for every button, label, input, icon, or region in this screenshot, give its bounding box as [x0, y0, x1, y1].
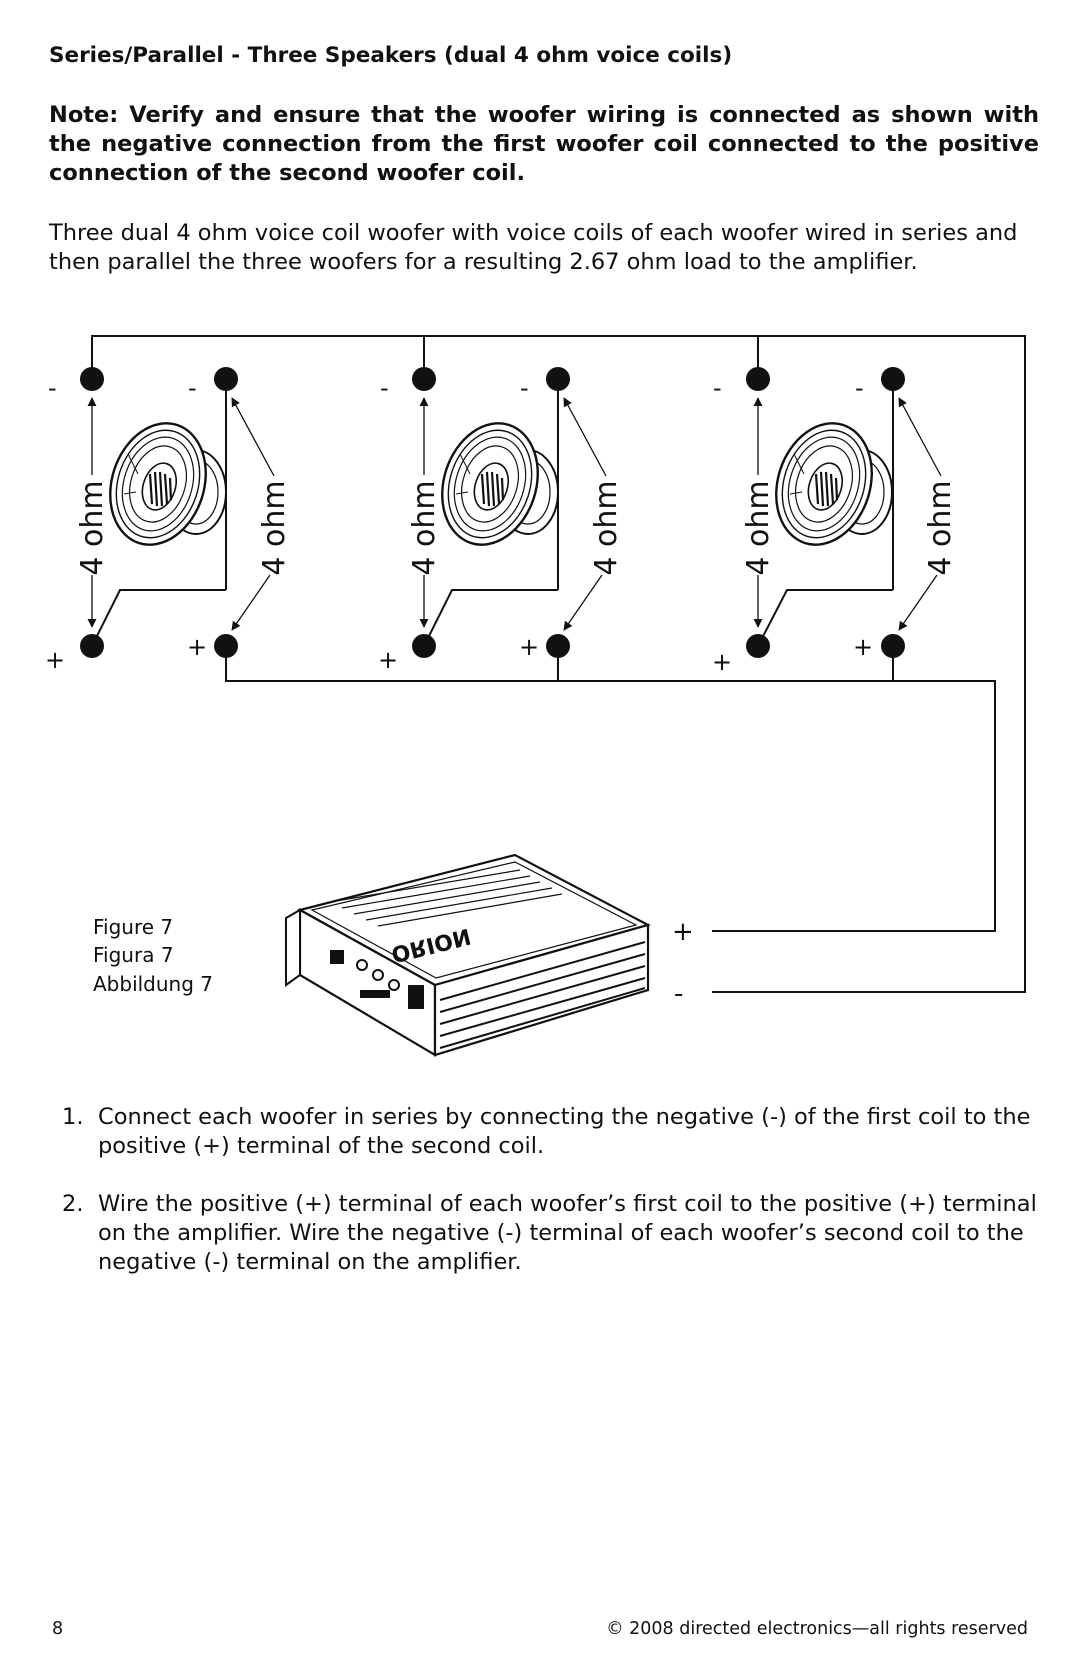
step-number: 2. — [62, 1191, 84, 1217]
step-text: Connect each woofer in series by connect… — [98, 1104, 1031, 1159]
coil-label: 4 ohm — [741, 480, 776, 575]
woofer-group-3: 4 ohm 4 ohm - - + + — [712, 367, 958, 676]
terminal-neg — [746, 367, 770, 391]
neg-sign: - — [188, 374, 197, 402]
terminal-pos — [546, 634, 570, 658]
pos-sign: + — [519, 633, 539, 661]
woofer-icon — [425, 409, 560, 559]
instruction-list: 1. Connect each woofer in series by conn… — [62, 1103, 1037, 1306]
list-item: 1. Connect each woofer in series by conn… — [62, 1103, 1037, 1161]
step-text: Wire the positive (+) terminal of each w… — [98, 1191, 1037, 1275]
pos-sign: + — [187, 633, 207, 661]
amp-plus-sign: + — [672, 917, 694, 947]
coil-label: 4 ohm — [407, 480, 442, 575]
amplifier-icon: ORION — [285, 853, 651, 1057]
neg-sign: - — [855, 374, 864, 402]
coil-label: 4 ohm — [75, 480, 110, 575]
pos-sign: + — [45, 646, 65, 674]
terminal-pos — [881, 634, 905, 658]
woofer-icon — [759, 409, 894, 559]
terminal-pos — [746, 634, 770, 658]
terminal-neg — [881, 367, 905, 391]
terminal-neg — [412, 367, 436, 391]
step-number: 1. — [62, 1104, 84, 1130]
figure-label-es: Figura 7 — [93, 943, 174, 967]
wiring-note: Note: Verify and ensure that the woofer … — [49, 102, 1039, 186]
terminal-pos — [412, 634, 436, 658]
list-item: 2. Wire the positive (+) terminal of eac… — [62, 1190, 1037, 1277]
pos-sign: + — [712, 648, 732, 676]
figure-label-de: Abbildung 7 — [93, 972, 214, 996]
terminal-neg — [546, 367, 570, 391]
neg-sign: - — [380, 374, 389, 402]
intro-paragraph: Three dual 4 ohm voice coil woofer with … — [49, 220, 1018, 275]
neg-sign: - — [713, 374, 722, 402]
coil-label: 4 ohm — [923, 480, 958, 575]
pos-sign: + — [378, 646, 398, 674]
neg-sign: - — [520, 374, 529, 402]
woofer-group-1: 4 ohm 4 ohm - - + + — [45, 367, 292, 674]
pos-sign: + — [853, 633, 873, 661]
neg-sign: - — [48, 374, 57, 402]
section-heading: Series/Parallel - Three Speakers (dual 4… — [49, 43, 733, 68]
coil-label: 4 ohm — [589, 480, 624, 575]
figure-label-en: Figure 7 — [93, 915, 174, 939]
coil-label: 4 ohm — [257, 480, 292, 575]
terminal-neg — [214, 367, 238, 391]
copyright: © 2008 directed electronics—all rights r… — [606, 1619, 1028, 1639]
terminal-pos — [80, 634, 104, 658]
woofer-group-2: 4 ohm 4 ohm - - + + — [378, 367, 624, 674]
amp-minus-sign: - — [674, 979, 683, 1009]
page-number: 8 — [52, 1619, 64, 1639]
terminal-neg — [80, 367, 104, 391]
terminal-pos — [214, 634, 238, 658]
woofer-icon — [93, 409, 228, 559]
